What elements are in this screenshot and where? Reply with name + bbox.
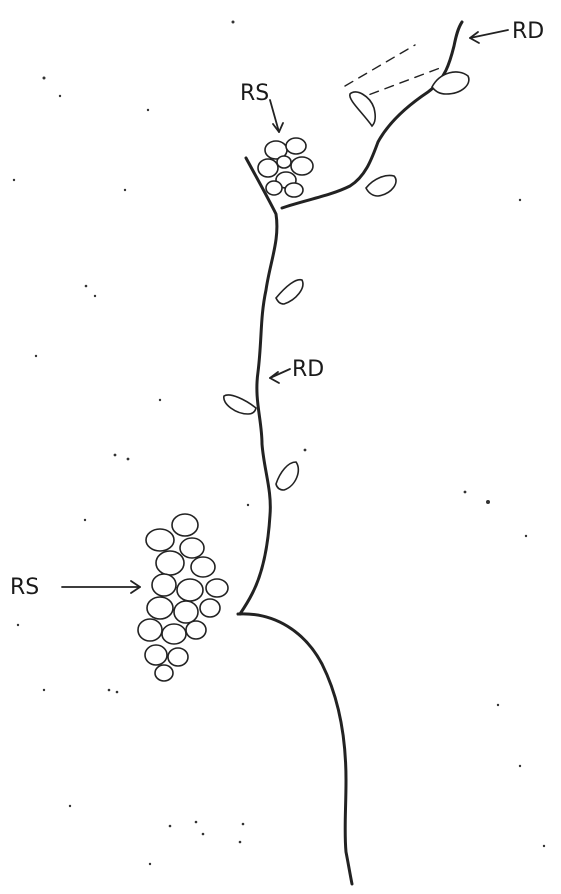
label-rd-top: RD bbox=[512, 19, 544, 44]
lower-rosette bbox=[138, 514, 228, 681]
annotation-arrows bbox=[62, 30, 508, 593]
lower-root bbox=[238, 614, 352, 884]
upper-rosette bbox=[258, 138, 313, 197]
main-stem bbox=[240, 158, 277, 614]
label-rs-bottom: RS bbox=[10, 575, 39, 600]
label-rs-top: RS bbox=[240, 81, 269, 106]
label-rd-mid: RD bbox=[292, 357, 324, 382]
upper-branch-leaves bbox=[350, 72, 469, 196]
